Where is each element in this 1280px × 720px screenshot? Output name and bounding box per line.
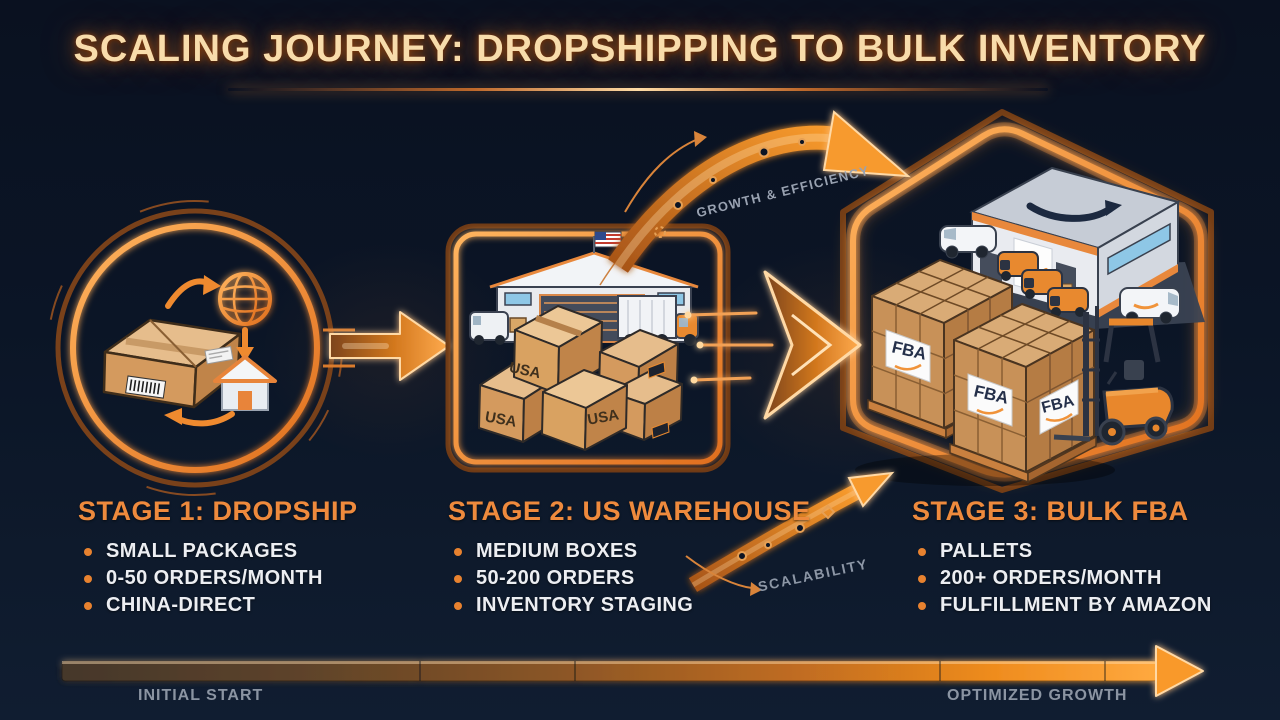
timeline-end-label: OPTIMIZED GROWTH	[947, 687, 1128, 704]
stage2-text-block: STAGE 2: US WAREHOUSE MEDIUM BOXES 50-20…	[448, 496, 811, 619]
forklift-icon	[1053, 306, 1174, 446]
stage1-text-block: STAGE 1: DROPSHIP SMALL PACKAGES 0-50 OR…	[78, 496, 358, 619]
stage2-bullet-2: 50-200 ORDERS	[454, 565, 811, 592]
amazon-smile-icon	[976, 407, 1004, 415]
cycle-arrowheads	[164, 275, 254, 425]
usa-label: USA	[508, 359, 543, 382]
scalability-curve-arrow-icon	[685, 471, 895, 596]
delivery-vans-icon	[939, 225, 1181, 325]
bullet-dot-icon	[454, 574, 462, 583]
amazon-smile-icon	[1133, 302, 1159, 310]
small-truck-icon	[469, 311, 509, 345]
stage1-bullet-3: CHINA-DIRECT	[84, 592, 358, 619]
stage2-bullet-1: MEDIUM BOXES	[454, 538, 811, 565]
house-icon	[213, 355, 277, 411]
bullet-dot-icon	[454, 547, 462, 556]
shipping-label-icon	[204, 345, 234, 365]
stage3-bullet-list: PALLETS 200+ ORDERS/MONTH FULFILLMENT BY…	[918, 538, 1212, 619]
page-title: SCALING JOURNEY: DROPSHIPPING TO BULK IN…	[73, 28, 1207, 70]
usa-label: USA	[586, 406, 620, 428]
ring-connector	[323, 328, 355, 368]
arrow-stage1-to-stage2-icon	[329, 311, 450, 381]
stage2-heading: STAGE 2: US WAREHOUSE	[448, 496, 811, 526]
bullet-dot-icon	[84, 574, 92, 583]
fba-pallets-icon: FBA FBA FBA	[855, 259, 1115, 486]
stage3-heading: STAGE 3: BULK FBA	[912, 496, 1189, 526]
stage1-heading: STAGE 1: DROPSHIP	[78, 496, 358, 526]
arrow-stage2-to-stage3-icon	[684, 270, 862, 420]
bullet-dot-icon	[918, 547, 926, 556]
bullet-dot-icon	[918, 574, 926, 583]
usa-boxes-icon	[478, 305, 683, 451]
timeline-start-label: INITIAL START	[138, 687, 264, 704]
usa-label: USA	[484, 408, 518, 430]
fragile-sticker-icon	[647, 361, 670, 439]
usa-flag-icon	[594, 231, 622, 248]
stage2-bullet-3: INVENTORY STAGING	[454, 592, 811, 619]
growth-curve-arrow-icon	[599, 110, 911, 286]
globe-icon	[218, 272, 272, 326]
package-box-icon	[102, 318, 242, 409]
bullet-dot-icon	[84, 547, 92, 556]
bullet-dot-icon	[454, 601, 462, 610]
amazon-smile-icon	[1026, 202, 1114, 222]
amazon-smile-icon	[1045, 412, 1073, 422]
stage2-warehouse-frame	[445, 223, 731, 473]
amazon-smile-icon	[894, 363, 922, 371]
bullet-dot-icon	[918, 601, 926, 610]
usa-box-labels: USA USA USA	[484, 359, 621, 431]
timeline-arrow	[61, 645, 1204, 697]
stage3-text-block: STAGE 3: BULK FBA PALLETS 200+ ORDERS/MO…	[912, 496, 1212, 619]
title-underline	[228, 88, 1048, 91]
stage1-bullet-1: SMALL PACKAGES	[84, 538, 358, 565]
stage3-bullet-3: FULFILLMENT BY AMAZON	[918, 592, 1212, 619]
barcode-icon	[125, 375, 167, 399]
stage2-bullet-list: MEDIUM BOXES 50-200 ORDERS INVENTORY STA…	[454, 538, 811, 619]
stage1-bullet-list: SMALL PACKAGES 0-50 ORDERS/MONTH CHINA-D…	[84, 538, 358, 619]
stage3-bullet-2: 200+ ORDERS/MONTH	[918, 565, 1212, 592]
bullet-dot-icon	[84, 601, 92, 610]
stage1-bullet-2: 0-50 ORDERS/MONTH	[84, 565, 358, 592]
box-truck-icon	[617, 295, 699, 346]
stage3-bullet-1: PALLETS	[918, 538, 1212, 565]
